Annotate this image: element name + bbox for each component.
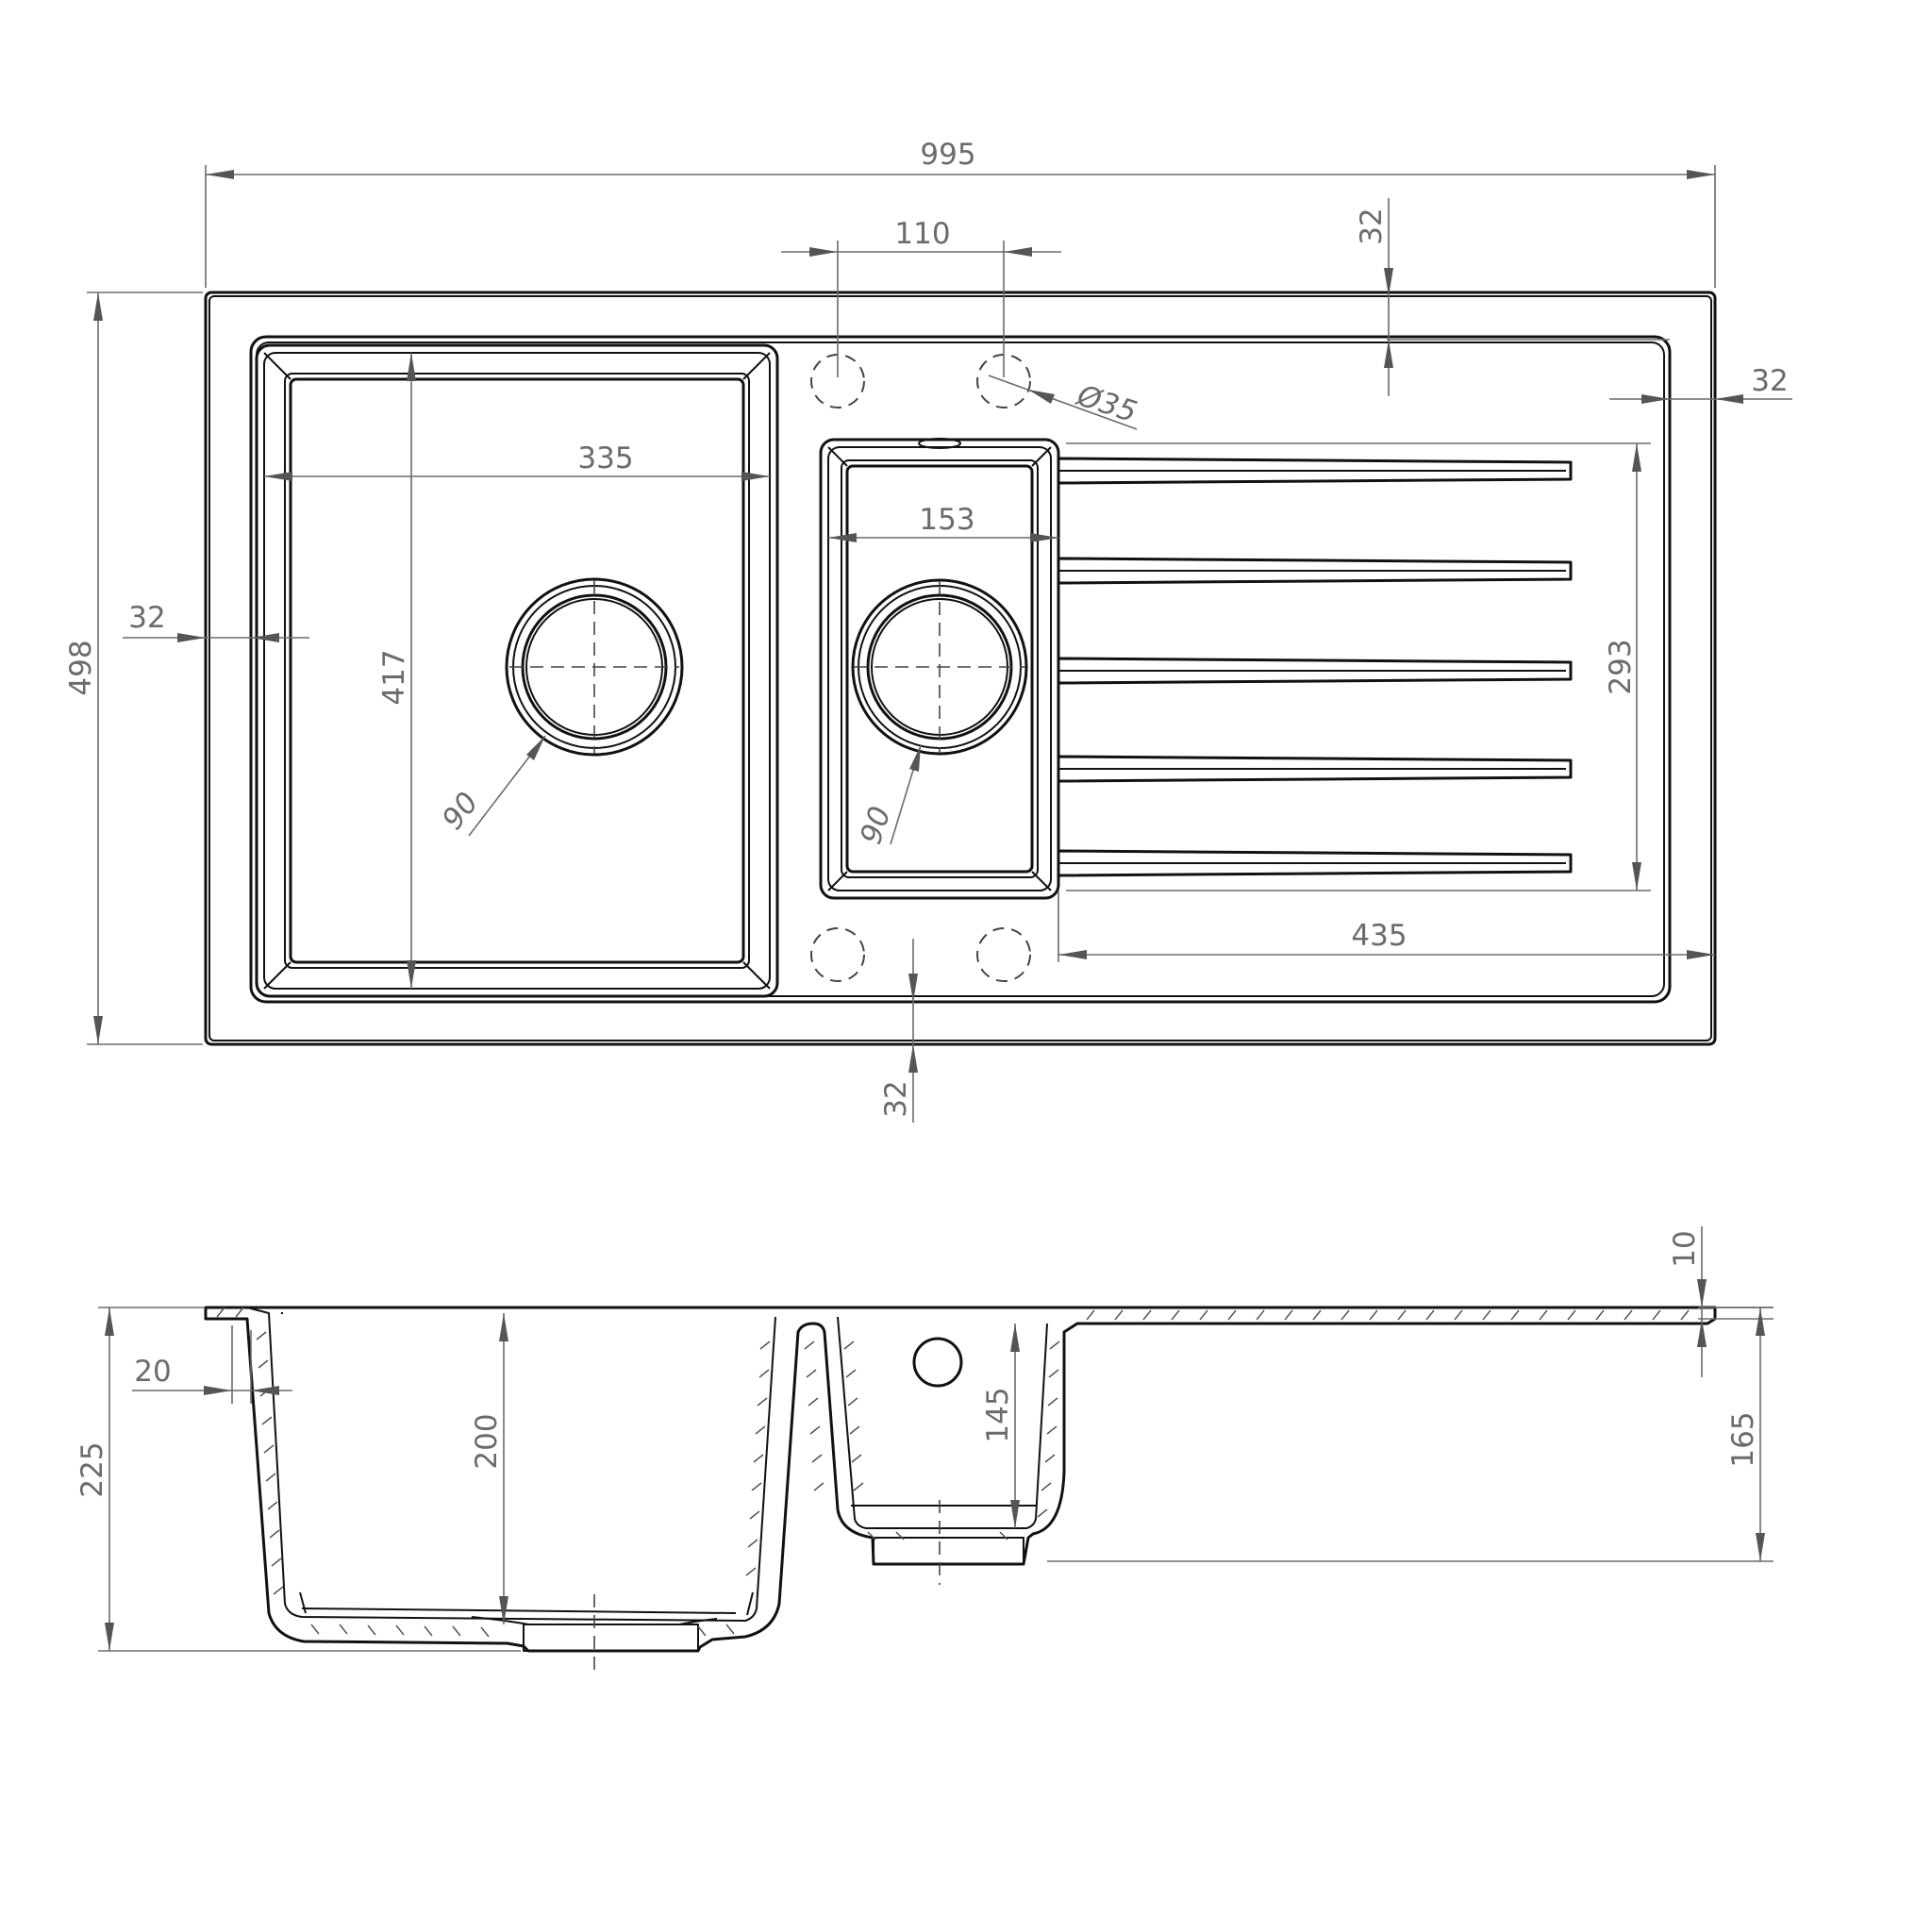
overflow-icon: [918, 438, 961, 449]
dim-drainer-length: 293: [1604, 639, 1638, 694]
dim-small-bowl-width: 153: [919, 503, 974, 537]
drainer-groove: [1057, 557, 1573, 585]
dim-right-margin: 32: [1751, 364, 1788, 398]
section-view: 10 20 225 200 145: [75, 1226, 1774, 1670]
dim-tap-spacing: 110: [894, 217, 950, 251]
dim-bottom-margin: 32: [879, 1080, 913, 1117]
dim-large-bowl-depth: 200: [470, 1413, 504, 1469]
drainer-groove: [1057, 457, 1573, 485]
tap-hole-icon: [976, 927, 1031, 982]
small-drain-section: [873, 1537, 1024, 1565]
dim-drainer-width: 435: [1351, 919, 1407, 953]
large-bowl-inner: [246, 1307, 776, 1622]
large-drain-section: [523, 1624, 699, 1652]
dim-large-bowl-width: 335: [577, 441, 633, 475]
dim-rim-thickness: 10: [1668, 1230, 1702, 1267]
sink-rim: [249, 335, 1672, 1004]
dim-tap-hole-diameter: Ø35: [1072, 378, 1141, 430]
tap-holes: [810, 354, 1031, 982]
dim-drain-large: 90: [436, 786, 486, 836]
small-bowl-inner: [837, 1316, 1048, 1529]
dim-small-bowl-depth: 145: [981, 1387, 1015, 1442]
dim-overall-depth: 498: [64, 640, 98, 695]
drainer-groove: [1057, 849, 1573, 877]
plan-dimensions: 995 110 32 32 Ø35: [64, 138, 1792, 1123]
overflow-hole-icon: [912, 1337, 963, 1388]
dim-drainer-height: 165: [1726, 1411, 1760, 1467]
small-bowl-drain: [851, 578, 1028, 756]
drainer-groove: [1057, 657, 1573, 685]
sink-outline: [204, 291, 1717, 1046]
dim-overall-width: 995: [920, 138, 975, 172]
dim-flange-width: 20: [134, 1355, 171, 1389]
drainer-groove: [1057, 755, 1573, 783]
drainer-grooves: [1057, 457, 1573, 877]
dim-top-margin: 32: [1355, 208, 1389, 244]
dim-overall-height: 225: [75, 1441, 109, 1497]
dim-left-margin: 32: [128, 601, 165, 635]
large-bowl: [255, 343, 779, 998]
tap-hole-icon: [810, 927, 865, 982]
section-hatching: [216, 1307, 1690, 1638]
large-bowl-drain: [505, 577, 684, 757]
plan-view: 995 110 32 32 Ø35: [64, 138, 1792, 1123]
sink-outline-inner: [208, 295, 1712, 1041]
dim-large-bowl-length: 417: [377, 649, 411, 705]
section-rim: [204, 1306, 1717, 1653]
section-dimensions: 10 20 225 200 145: [75, 1226, 1774, 1652]
